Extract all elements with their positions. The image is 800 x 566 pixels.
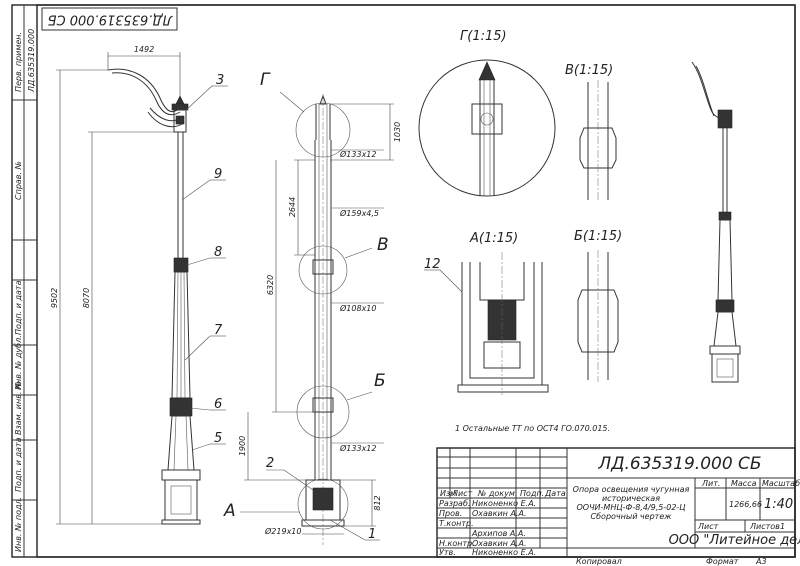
svg-text:Никоненко Е.А.: Никоненко Е.А. <box>472 548 536 557</box>
stamp-cell: Перв. примен. <box>14 32 23 92</box>
svg-text:Разраб.: Разраб. <box>439 499 470 508</box>
company-name: ООО "Литейное дело" <box>669 533 800 548</box>
diam-base: Ø219x10 <box>264 526 301 536</box>
detail-circle-g <box>295 102 351 158</box>
svg-text:Копировал: Копировал <box>576 557 622 566</box>
stamp-cell: ЛД.635319.000 <box>27 29 36 93</box>
dim-shaft-height: 8070 <box>82 288 91 308</box>
svg-text:Архипов А.А.: Архипов А.А. <box>471 529 526 538</box>
svg-text:Подп.: Подп. <box>520 489 544 498</box>
stamp-cell: Справ. № <box>14 161 23 200</box>
marker-b: Б <box>374 371 386 391</box>
svg-text:Лист: Лист <box>451 489 473 498</box>
elevation-view: 1492 9502 8070 3 9 8 7 6 5 <box>50 45 228 525</box>
svg-text:Утв.: Утв. <box>439 548 456 557</box>
dim-mid-upper: 2644 <box>288 197 297 217</box>
detail-circle-a <box>297 478 349 530</box>
svg-text:Листов: Листов <box>749 522 780 531</box>
diam-upper: Ø159x4,5 <box>339 208 379 218</box>
side-stamp: Перв. примен. ЛД.635319.000 Справ. № Под… <box>12 5 37 557</box>
scale-value: 1:40 <box>764 497 793 512</box>
svg-text:Формат: Формат <box>706 557 739 566</box>
marker-a: А <box>223 501 236 521</box>
rotated-code-label: ЛД.635319.000 СБ <box>41 7 178 31</box>
svg-text:ЛД.635319.000 СБ: ЛД.635319.000 СБ <box>48 12 174 27</box>
svg-text:А(1:15): А(1:15) <box>469 231 518 246</box>
svg-text:Дата: Дата <box>544 489 566 498</box>
svg-text:1: 1 <box>780 522 785 531</box>
svg-text:Охавкин А.А.: Охавкин А.А. <box>472 509 526 518</box>
callout-3: 3 <box>216 73 224 88</box>
right-elevation-view <box>691 61 741 383</box>
svg-text:историческая: историческая <box>602 494 660 503</box>
title-block: ЛД.635319.000 СБ Изм Лист № докум. Подп.… <box>436 447 800 566</box>
marker-v: В <box>377 235 389 255</box>
svg-text:Масса: Масса <box>731 479 757 488</box>
stamp-cell: Инв. № дубл. <box>14 335 23 390</box>
detail-view-v: В(1:15) <box>565 63 617 202</box>
svg-text:Т.контр.: Т.контр. <box>439 519 474 528</box>
detail-circle-v <box>298 245 348 295</box>
svg-text:Лит.: Лит. <box>701 479 720 488</box>
dim-main: 6320 <box>266 275 275 295</box>
dim-lower: 1900 <box>238 436 247 456</box>
mass-value: 1266,66 <box>729 500 762 509</box>
detail-view-g: Г(1:15) <box>418 29 556 197</box>
svg-text:Никоненко Е.А.: Никоненко Е.А. <box>472 499 536 508</box>
svg-text:№ докум.: № докум. <box>477 489 517 498</box>
callout-1: 1 <box>368 527 376 542</box>
callout-6: 6 <box>214 397 222 412</box>
stamp-cell: Инв. № подл. <box>14 497 23 552</box>
svg-text:Сборочный чертеж: Сборочный чертеж <box>591 512 673 521</box>
stamp-cell: Подп. и дата <box>14 280 23 335</box>
detail-view-b: Б(1:15) <box>574 229 622 382</box>
callout-2: 2 <box>266 456 274 471</box>
technical-note: 1 Остальные ТТ по ОСТ4 ГО.070.015. <box>455 424 610 433</box>
svg-text:Опора освещения чугунная: Опора освещения чугунная <box>573 485 690 494</box>
section-view: Г В Б А 1030 2644 6320 1900 812 Ø133x12 <box>223 70 402 545</box>
detail-view-a: А(1:15) 12 <box>424 231 549 395</box>
title-code: ЛД.635319.000 СБ <box>597 454 761 474</box>
stamp-cell: Подп. и дата <box>14 437 23 492</box>
dim-top: 1030 <box>393 122 402 142</box>
stamp-cell: Взам. инв. № <box>14 381 23 435</box>
svg-text:ООЧИ-МНЦ-Ф-8,4/9,5-02-Ц: ООЧИ-МНЦ-Ф-8,4/9,5-02-Ц <box>576 503 685 512</box>
svg-text:Лист: Лист <box>697 522 719 531</box>
dim-base: 812 <box>373 495 382 510</box>
svg-text:Охавкин А.А.: Охавкин А.А. <box>472 539 526 548</box>
marker-g: Г <box>260 70 271 90</box>
diam-low: Ø133x12 <box>339 443 376 453</box>
svg-text:Н.контр.: Н.контр. <box>439 539 475 548</box>
svg-text:А3: А3 <box>755 557 767 566</box>
dim-arm-reach: 1492 <box>134 45 154 54</box>
diam-mid: Ø108x10 <box>339 303 376 313</box>
svg-text:Масштаб: Масштаб <box>762 479 800 488</box>
diam-top: Ø133x12 <box>339 149 376 159</box>
callout-7: 7 <box>214 323 223 338</box>
svg-text:Г(1:15): Г(1:15) <box>460 29 507 44</box>
callout-9: 9 <box>214 167 222 182</box>
svg-text:Изм: Изм <box>440 489 456 498</box>
svg-text:Пров.: Пров. <box>439 509 462 518</box>
callout-12: 12 <box>424 257 441 272</box>
inner-frame <box>36 4 796 558</box>
dim-total-height: 9502 <box>50 288 59 308</box>
sheet-frame <box>11 4 796 558</box>
svg-text:В(1:15): В(1:15) <box>565 63 613 78</box>
callout-5: 5 <box>214 431 222 446</box>
svg-text:Б(1:15): Б(1:15) <box>574 229 622 244</box>
callout-8: 8 <box>214 245 222 260</box>
